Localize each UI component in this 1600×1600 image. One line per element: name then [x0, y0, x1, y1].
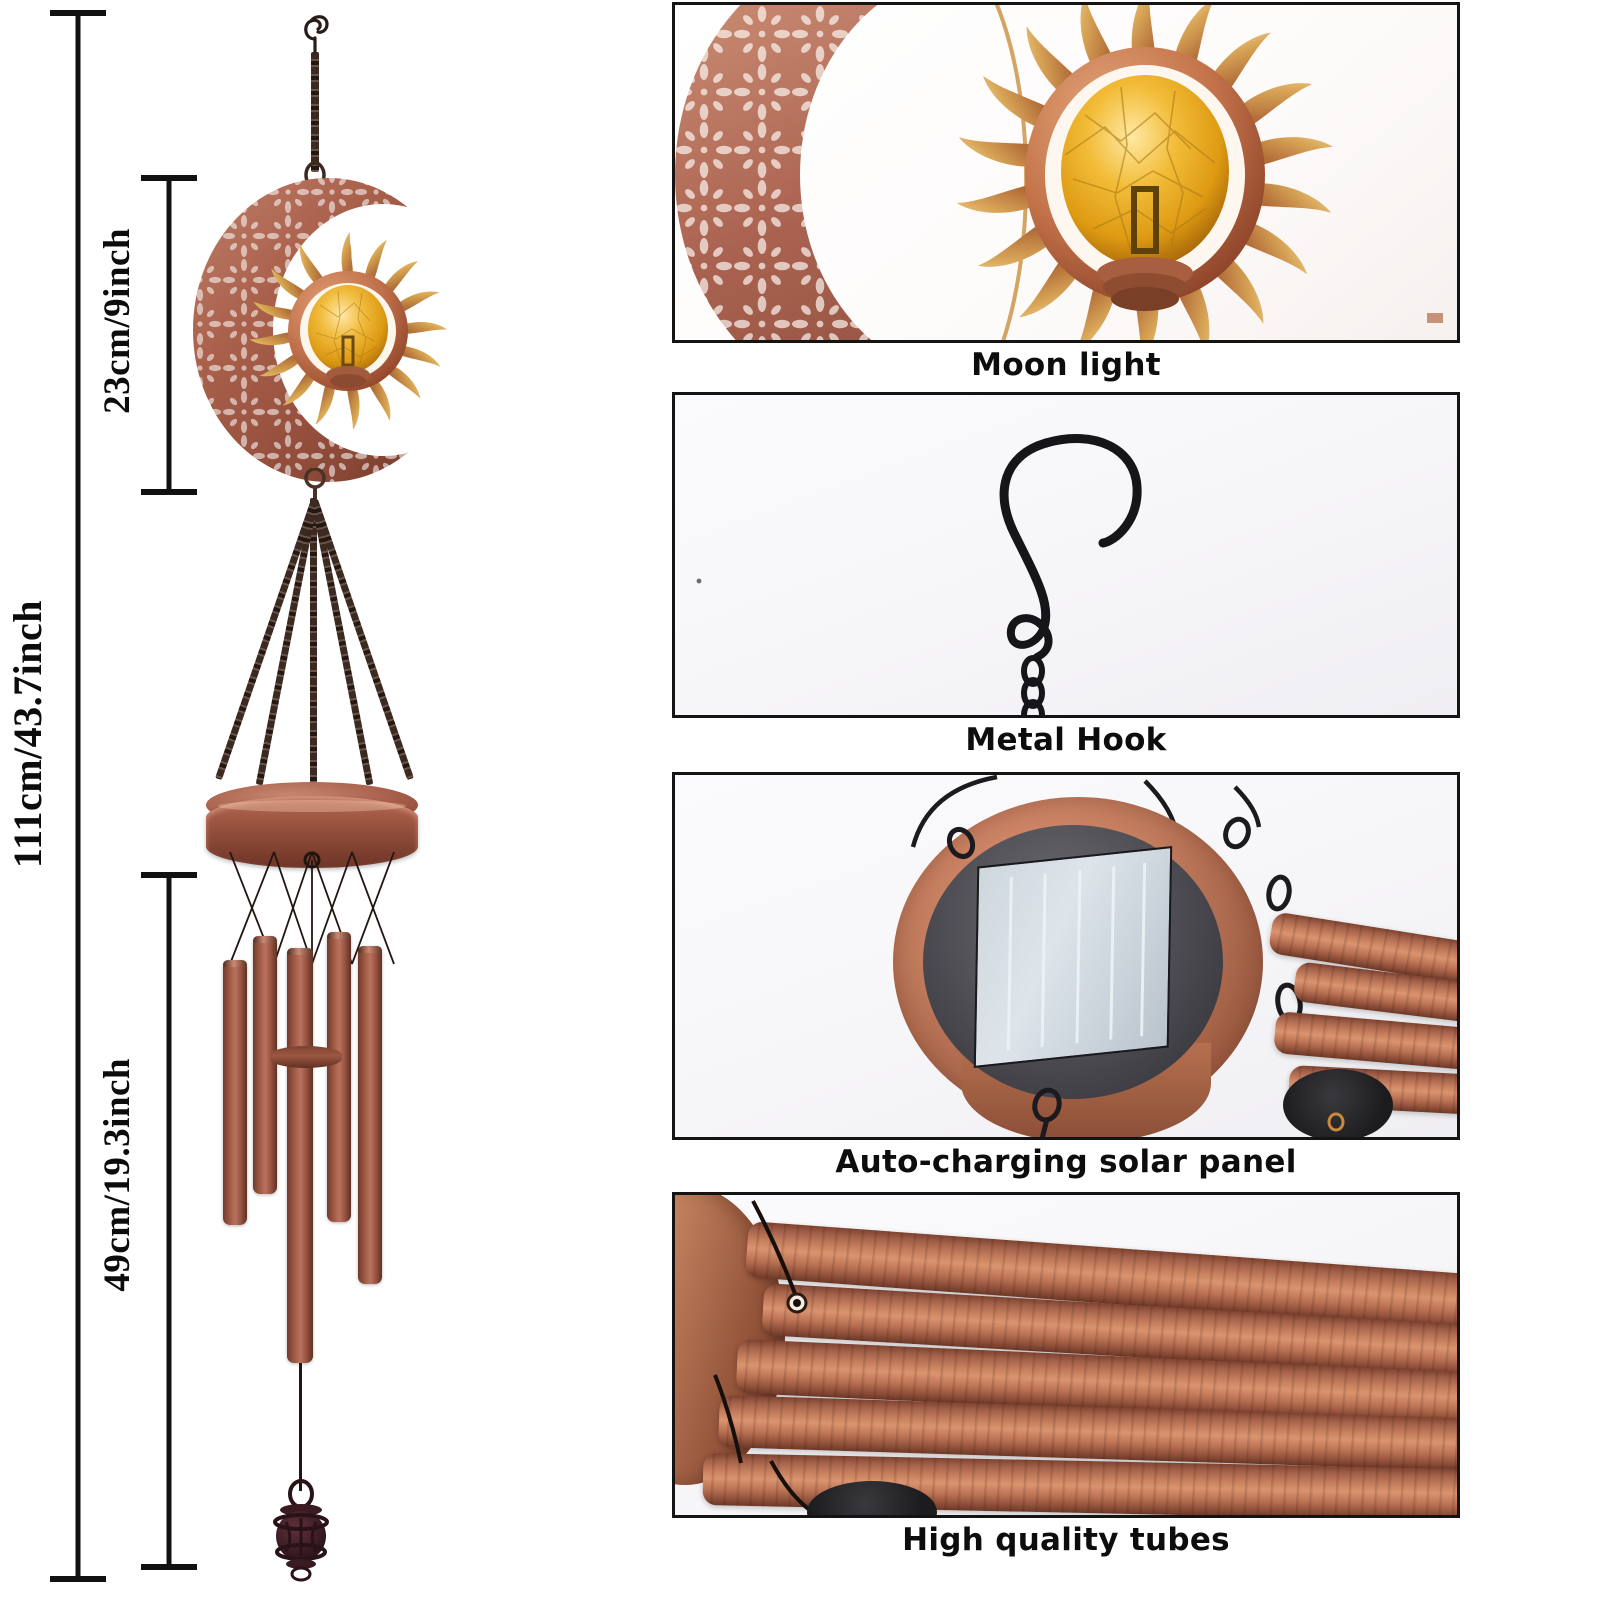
- solar-disc-body: [206, 796, 418, 868]
- catcher-eyelet: [1327, 1112, 1345, 1132]
- crackle-glass-ball-icon: [1061, 75, 1229, 267]
- caption-tubes: High quality tubes: [902, 1522, 1230, 1558]
- chain-icon: [311, 52, 319, 172]
- ruler-bar: [166, 872, 172, 1570]
- moon-section-label: 23cm/9inch: [97, 228, 138, 414]
- panel-tubes[interactable]: [672, 1192, 1460, 1518]
- moon-light-photo: [675, 5, 1457, 340]
- chime-tube-icon: [287, 948, 313, 1363]
- ruler-bar: [166, 175, 172, 495]
- chime-tube-icon: [327, 932, 351, 1222]
- tube-cords: [713, 1200, 813, 1513]
- wind-catcher-icon: [270, 1046, 342, 1068]
- chain-icon: [310, 498, 317, 788]
- ruler-cap-bottom: [141, 489, 197, 495]
- caption-metal-hook: Metal Hook: [965, 722, 1167, 758]
- caption-moon-light: Moon light: [971, 347, 1161, 383]
- panel-solar-panel[interactable]: [672, 772, 1460, 1140]
- crackle-glass-ball-icon: [308, 285, 388, 373]
- moon-bottom-connector-icon: [304, 468, 326, 502]
- sun-icon: [249, 232, 448, 430]
- ruler-total-length: [50, 10, 106, 1582]
- chime-tube-icon: [223, 960, 247, 1225]
- panel-moon-light[interactable]: [672, 2, 1460, 343]
- ornament-ball-icon: [273, 1479, 329, 1582]
- panel-metal-hook[interactable]: [672, 392, 1460, 718]
- total-length-label: 111cm/43.7inch: [5, 600, 50, 869]
- caption-solar-panel: Auto-charging solar panel: [835, 1144, 1297, 1180]
- chime-tube-icon: [253, 936, 277, 1194]
- ruler-bar: [75, 10, 81, 1582]
- ruler-chime-section: [141, 872, 197, 1570]
- chime-tube-icon: [358, 946, 382, 1284]
- photo-background: [675, 395, 1457, 715]
- product-illustration: [170, 0, 500, 1600]
- ruler-cap-bottom: [50, 1576, 106, 1582]
- chime-section-label: 49cm/19.3inch: [97, 1058, 138, 1292]
- disc-rim-highlight: [218, 800, 406, 812]
- wind-catcher-icon: [1283, 1069, 1393, 1137]
- finial-string: [299, 1363, 302, 1491]
- ruler-cap-bottom: [141, 1564, 197, 1570]
- metal-hook-photo: [696, 434, 1142, 715]
- ruler-moon-section: [141, 175, 197, 495]
